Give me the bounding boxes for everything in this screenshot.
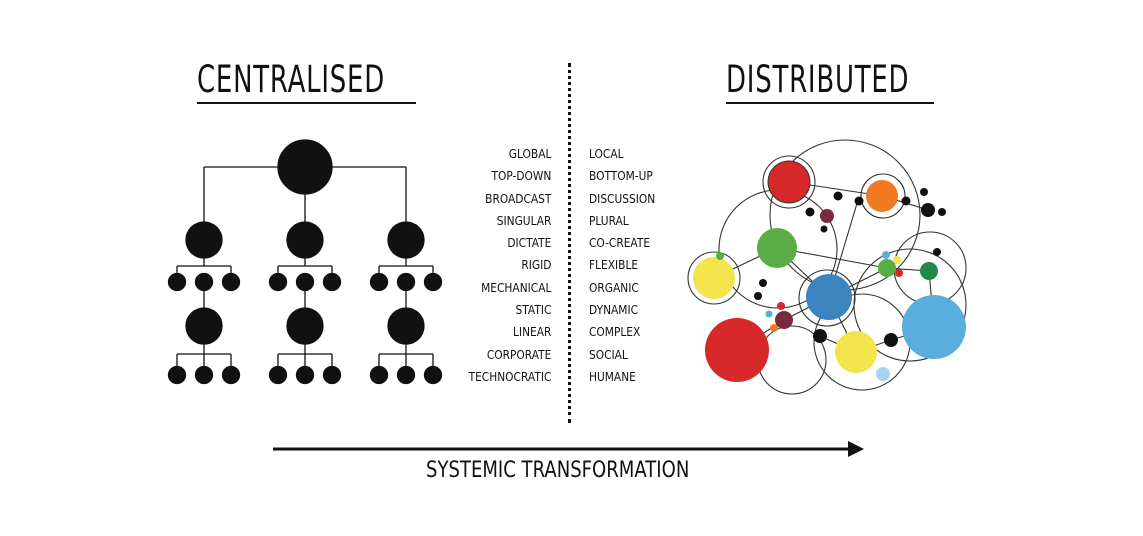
branch-node xyxy=(387,307,425,345)
word-item: DYNAMIC xyxy=(589,302,639,318)
word-item: STATIC xyxy=(515,302,551,318)
tiny-node xyxy=(777,302,785,310)
root-node xyxy=(277,139,333,195)
large-red-node xyxy=(705,318,769,382)
tiny-node xyxy=(765,310,773,318)
leaf-node xyxy=(369,365,389,385)
dotted-divider xyxy=(568,63,571,423)
word-item: COMPLEX xyxy=(589,324,641,340)
large-blue-node xyxy=(902,295,966,359)
leaf-node xyxy=(396,365,416,385)
word-item: RIGID xyxy=(520,257,551,273)
orange-node xyxy=(866,180,898,212)
leaf-node xyxy=(221,272,241,292)
tiny-node xyxy=(716,252,724,260)
leaf-node xyxy=(369,272,389,292)
branch-node xyxy=(185,307,223,345)
word-item: LINEAR xyxy=(512,324,551,340)
leaf-node xyxy=(268,272,288,292)
word-item: BROADCAST xyxy=(484,190,551,206)
black-dots xyxy=(754,188,946,347)
leaf-node xyxy=(396,272,416,292)
light-blue-node xyxy=(876,367,890,381)
leaf-node xyxy=(268,365,288,385)
yellow-node xyxy=(835,331,877,373)
word-item: PLURAL xyxy=(589,212,629,228)
centralised-word-list: GLOBAL TOP-DOWN BROADCAST SINGULAR DICTA… xyxy=(454,143,551,388)
word-item: HUMANE xyxy=(589,368,636,384)
word-item: DICTATE xyxy=(506,235,551,251)
transformation-arrow xyxy=(273,441,864,457)
word-item: CO-CREATE xyxy=(589,235,651,251)
leaf-node xyxy=(221,365,241,385)
branch-right xyxy=(369,221,443,385)
word-item: LOCAL xyxy=(589,146,624,161)
tiny-node xyxy=(895,269,903,277)
word-item: ORGANIC xyxy=(589,279,639,295)
word-item: CORPORATE xyxy=(486,346,551,362)
blue-node xyxy=(806,274,852,320)
word-item: GLOBAL xyxy=(508,146,551,161)
tiny-node xyxy=(770,324,778,332)
distributed-word-list: LOCAL BOTTOM-UP DISCUSSION PLURAL CO-CRE… xyxy=(589,143,667,388)
branch-node xyxy=(387,221,425,259)
word-item: MECHANICAL xyxy=(480,279,551,295)
branch-center xyxy=(268,221,342,385)
tiny-node xyxy=(893,256,901,264)
dark-green-node xyxy=(920,262,938,280)
leaf-node xyxy=(295,272,315,292)
leaf-node xyxy=(295,365,315,385)
distributed-title: DISTRIBUTED xyxy=(726,58,961,104)
branch-node xyxy=(185,221,223,259)
maroon-node xyxy=(775,311,793,329)
network-ring xyxy=(687,251,741,305)
branch-left xyxy=(167,221,241,385)
red-node xyxy=(767,160,811,204)
word-item: TOP-DOWN xyxy=(491,168,551,184)
network-ring xyxy=(860,173,906,219)
distributed-title-underline xyxy=(726,102,934,104)
leaf-node xyxy=(194,272,214,292)
leaf-node xyxy=(423,365,443,385)
small-green-node xyxy=(878,259,896,277)
leaf-node xyxy=(167,365,187,385)
maroon-node xyxy=(820,209,834,223)
word-item: DISCUSSION xyxy=(589,190,656,206)
network-ring xyxy=(762,155,816,209)
leaf-node xyxy=(322,272,342,292)
leaf-node xyxy=(194,365,214,385)
arrow-caption: SYSTEMIC TRANSFORMATION xyxy=(426,458,690,483)
centralised-hierarchy-tree xyxy=(167,139,443,385)
leaf-node xyxy=(322,365,342,385)
distributed-network xyxy=(687,139,967,395)
green-node xyxy=(757,228,797,268)
word-item: FLEXIBLE xyxy=(589,257,639,273)
centralised-title-underline xyxy=(197,102,416,104)
tiny-node xyxy=(882,251,890,259)
leaf-node xyxy=(423,272,443,292)
branch-node xyxy=(286,307,324,345)
network-ring xyxy=(798,269,856,327)
word-item: BOTTOM-UP xyxy=(589,168,653,184)
arrow-head-icon xyxy=(848,441,864,457)
centralised-title: CENTRALISED xyxy=(197,58,438,104)
word-item: SINGULAR xyxy=(496,212,551,228)
leaf-node xyxy=(167,272,187,292)
yellow-node xyxy=(693,257,735,299)
word-item: TECHNOCRATIC xyxy=(468,368,551,384)
word-item: SOCIAL xyxy=(589,346,628,362)
branch-node xyxy=(286,221,324,259)
